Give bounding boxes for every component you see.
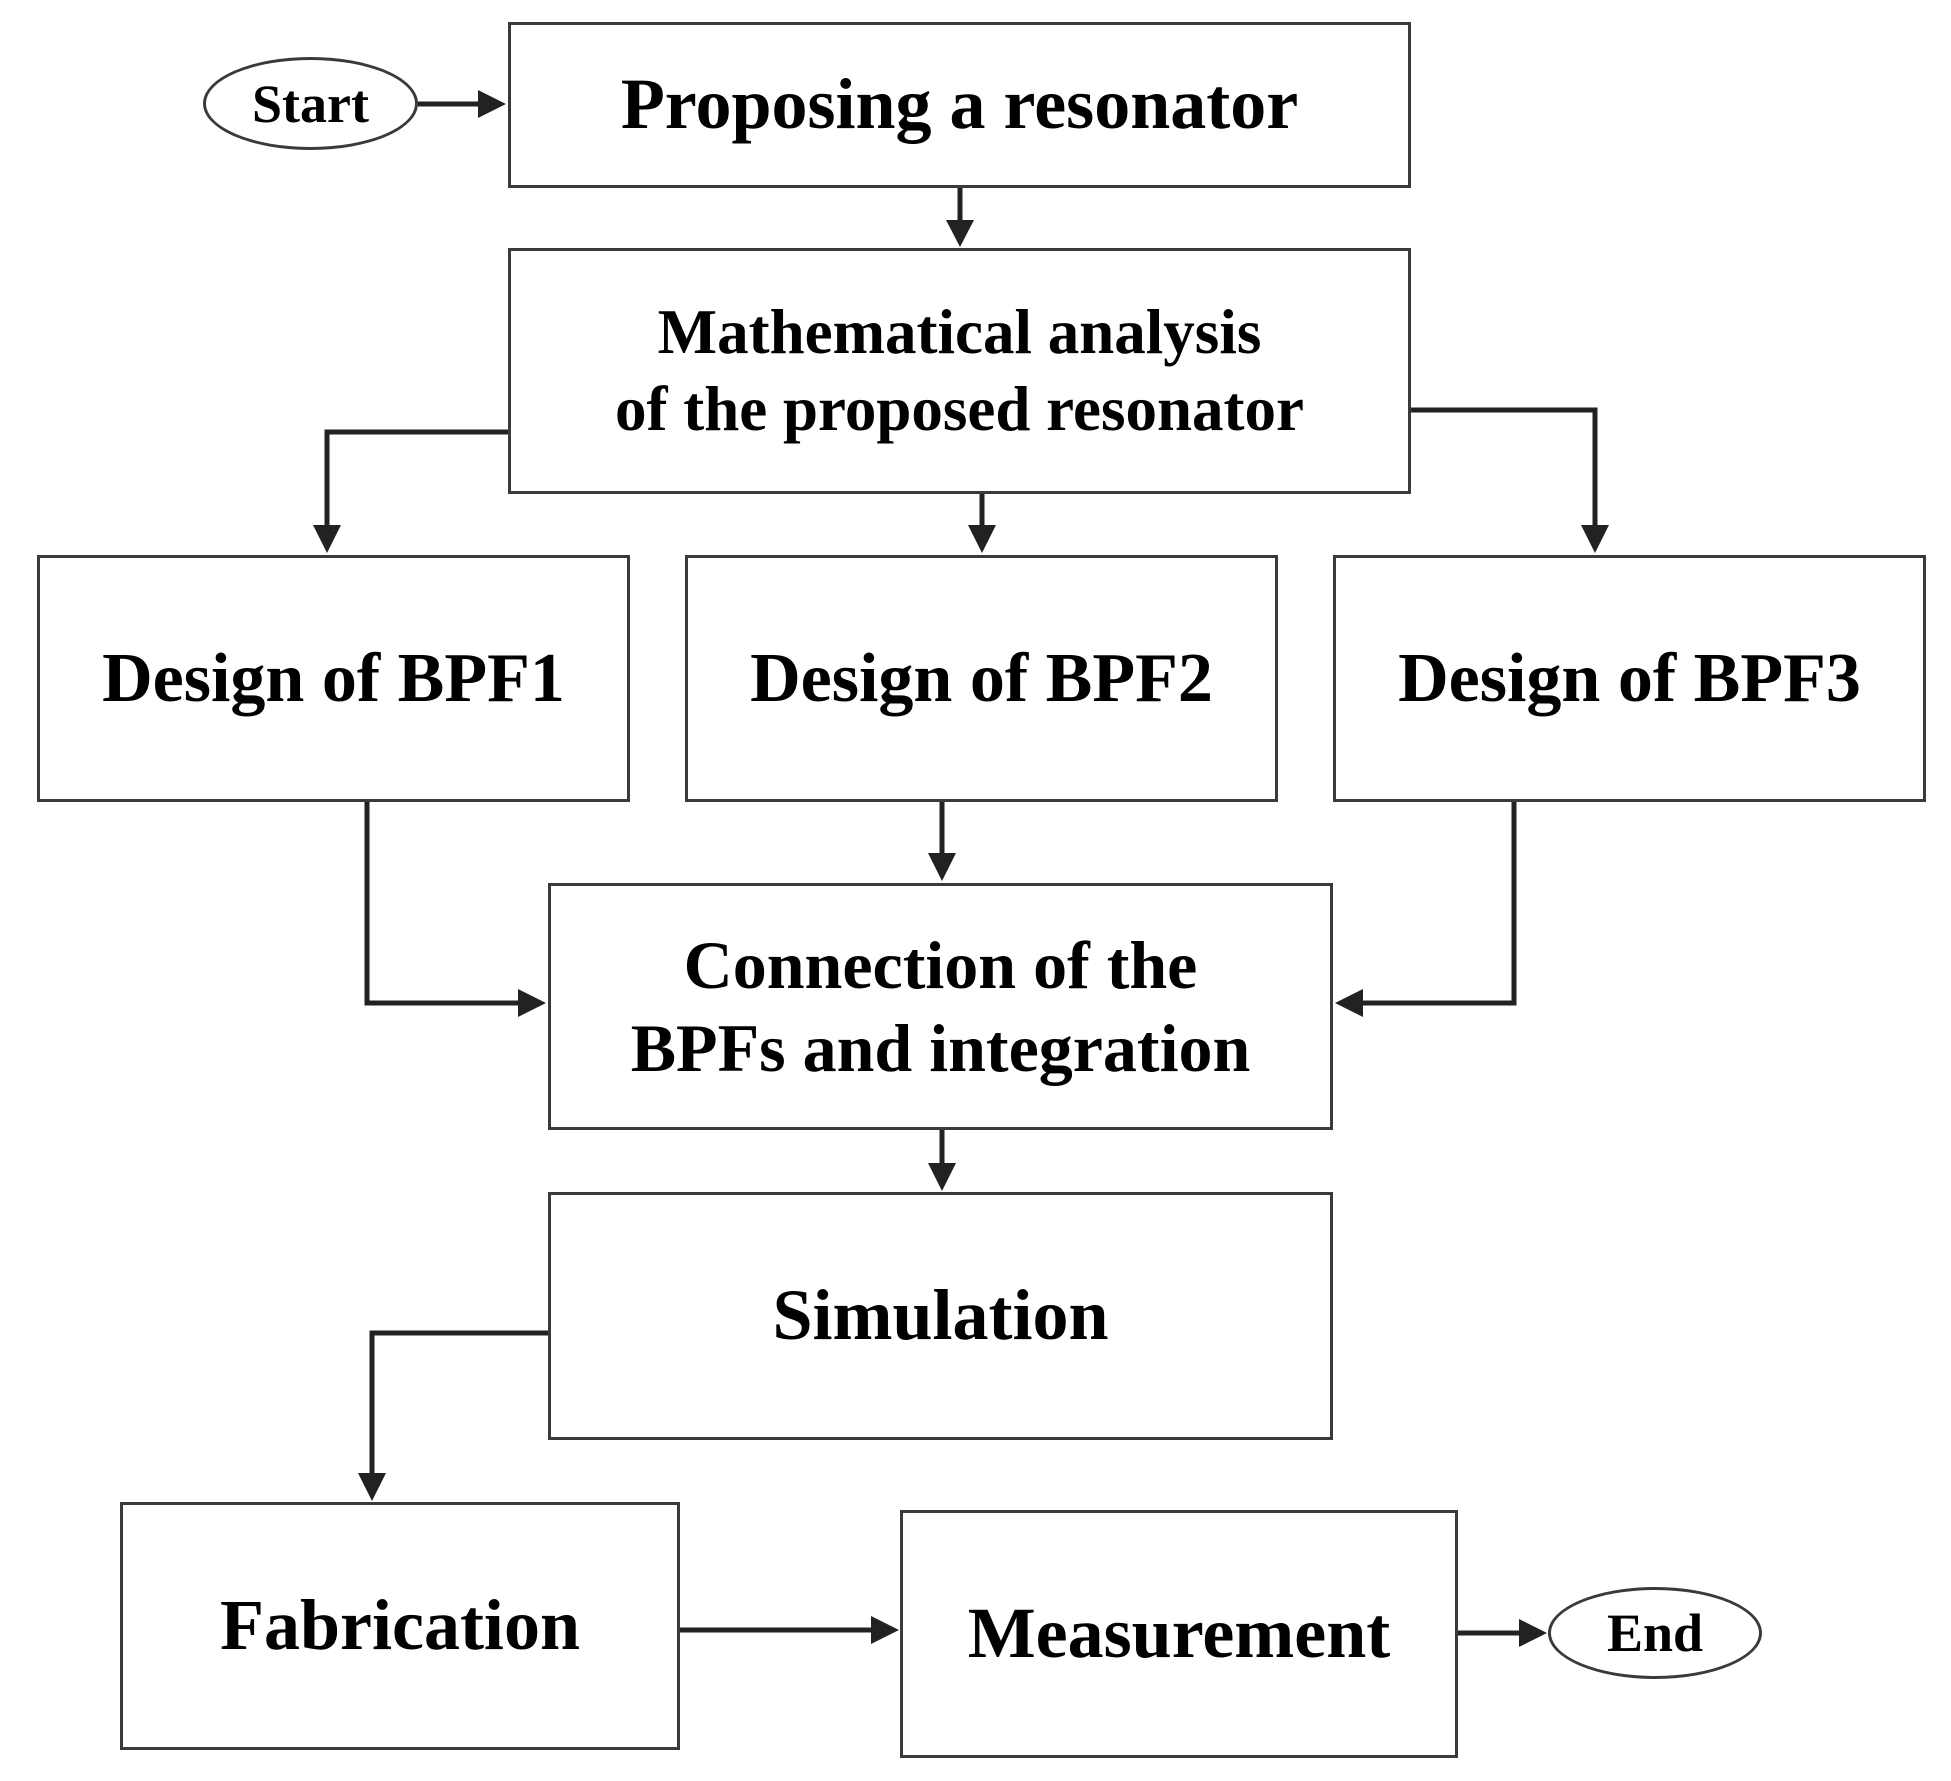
design-bpf2-box: Design of BPF2 [685,555,1278,802]
fabrication-label: Fabrication [220,1585,580,1666]
arrow-bpf1-to-connect [364,802,523,1006]
arrowhead-sim-to-fab [358,1473,386,1501]
simulation-label: Simulation [772,1275,1109,1356]
arrowhead-start-to-propose [478,90,506,118]
arrow-sim-to-fab [369,1330,548,1478]
design-bpf1-box: Design of BPF1 [37,555,630,802]
propose-resonator-label: Proposing a resonator [620,64,1299,145]
math-analysis-label-line2: of the proposed resonator [615,374,1304,444]
arrowhead-math-to-bpf2 [968,525,996,553]
fabrication-box: Fabrication [120,1502,680,1750]
connection-label-line1: Connection of the [683,926,1198,1003]
design-bpf2-label: Design of BPF2 [750,639,1213,717]
arrow-bpf3-to-connect [1358,802,1517,1006]
connection-integration-box: Connection of the BPFs and integration [548,883,1333,1130]
end-label: End [1606,1603,1704,1663]
arrow-math-to-bpf3 [1411,407,1598,530]
math-analysis-box: Mathematical analysis of the proposed re… [508,248,1411,494]
design-bpf3-box: Design of BPF3 [1333,555,1926,802]
arrowhead-meas-to-end [1519,1619,1547,1647]
propose-resonator-box: Proposing a resonator [508,22,1411,188]
arrowhead-bpf1-to-connect [518,989,546,1017]
end-terminal: End [1548,1587,1762,1679]
measurement-label: Measurement [967,1593,1391,1674]
start-label: Start [252,73,369,134]
connection-label-line2: BPFs and integration [630,1009,1251,1086]
math-analysis-label-line1: Mathematical analysis [657,297,1262,368]
arrowhead-math-to-bpf3 [1581,525,1609,553]
arrowhead-bpf3-to-connect [1335,989,1363,1017]
arrowhead-math-to-bpf1 [313,525,341,553]
arrowhead-connect-to-sim [928,1163,956,1191]
arrowhead-propose-to-math [946,220,974,247]
arrowhead-fab-to-meas [871,1616,899,1644]
design-bpf1-label: Design of BPF1 [102,639,565,717]
start-terminal: Start [203,57,418,150]
arrowhead-bpf2-to-connect [928,853,956,881]
design-bpf3-label: Design of BPF3 [1398,639,1861,717]
simulation-box: Simulation [548,1192,1333,1440]
arrow-math-to-bpf1 [324,429,508,530]
measurement-box: Measurement [900,1510,1458,1758]
